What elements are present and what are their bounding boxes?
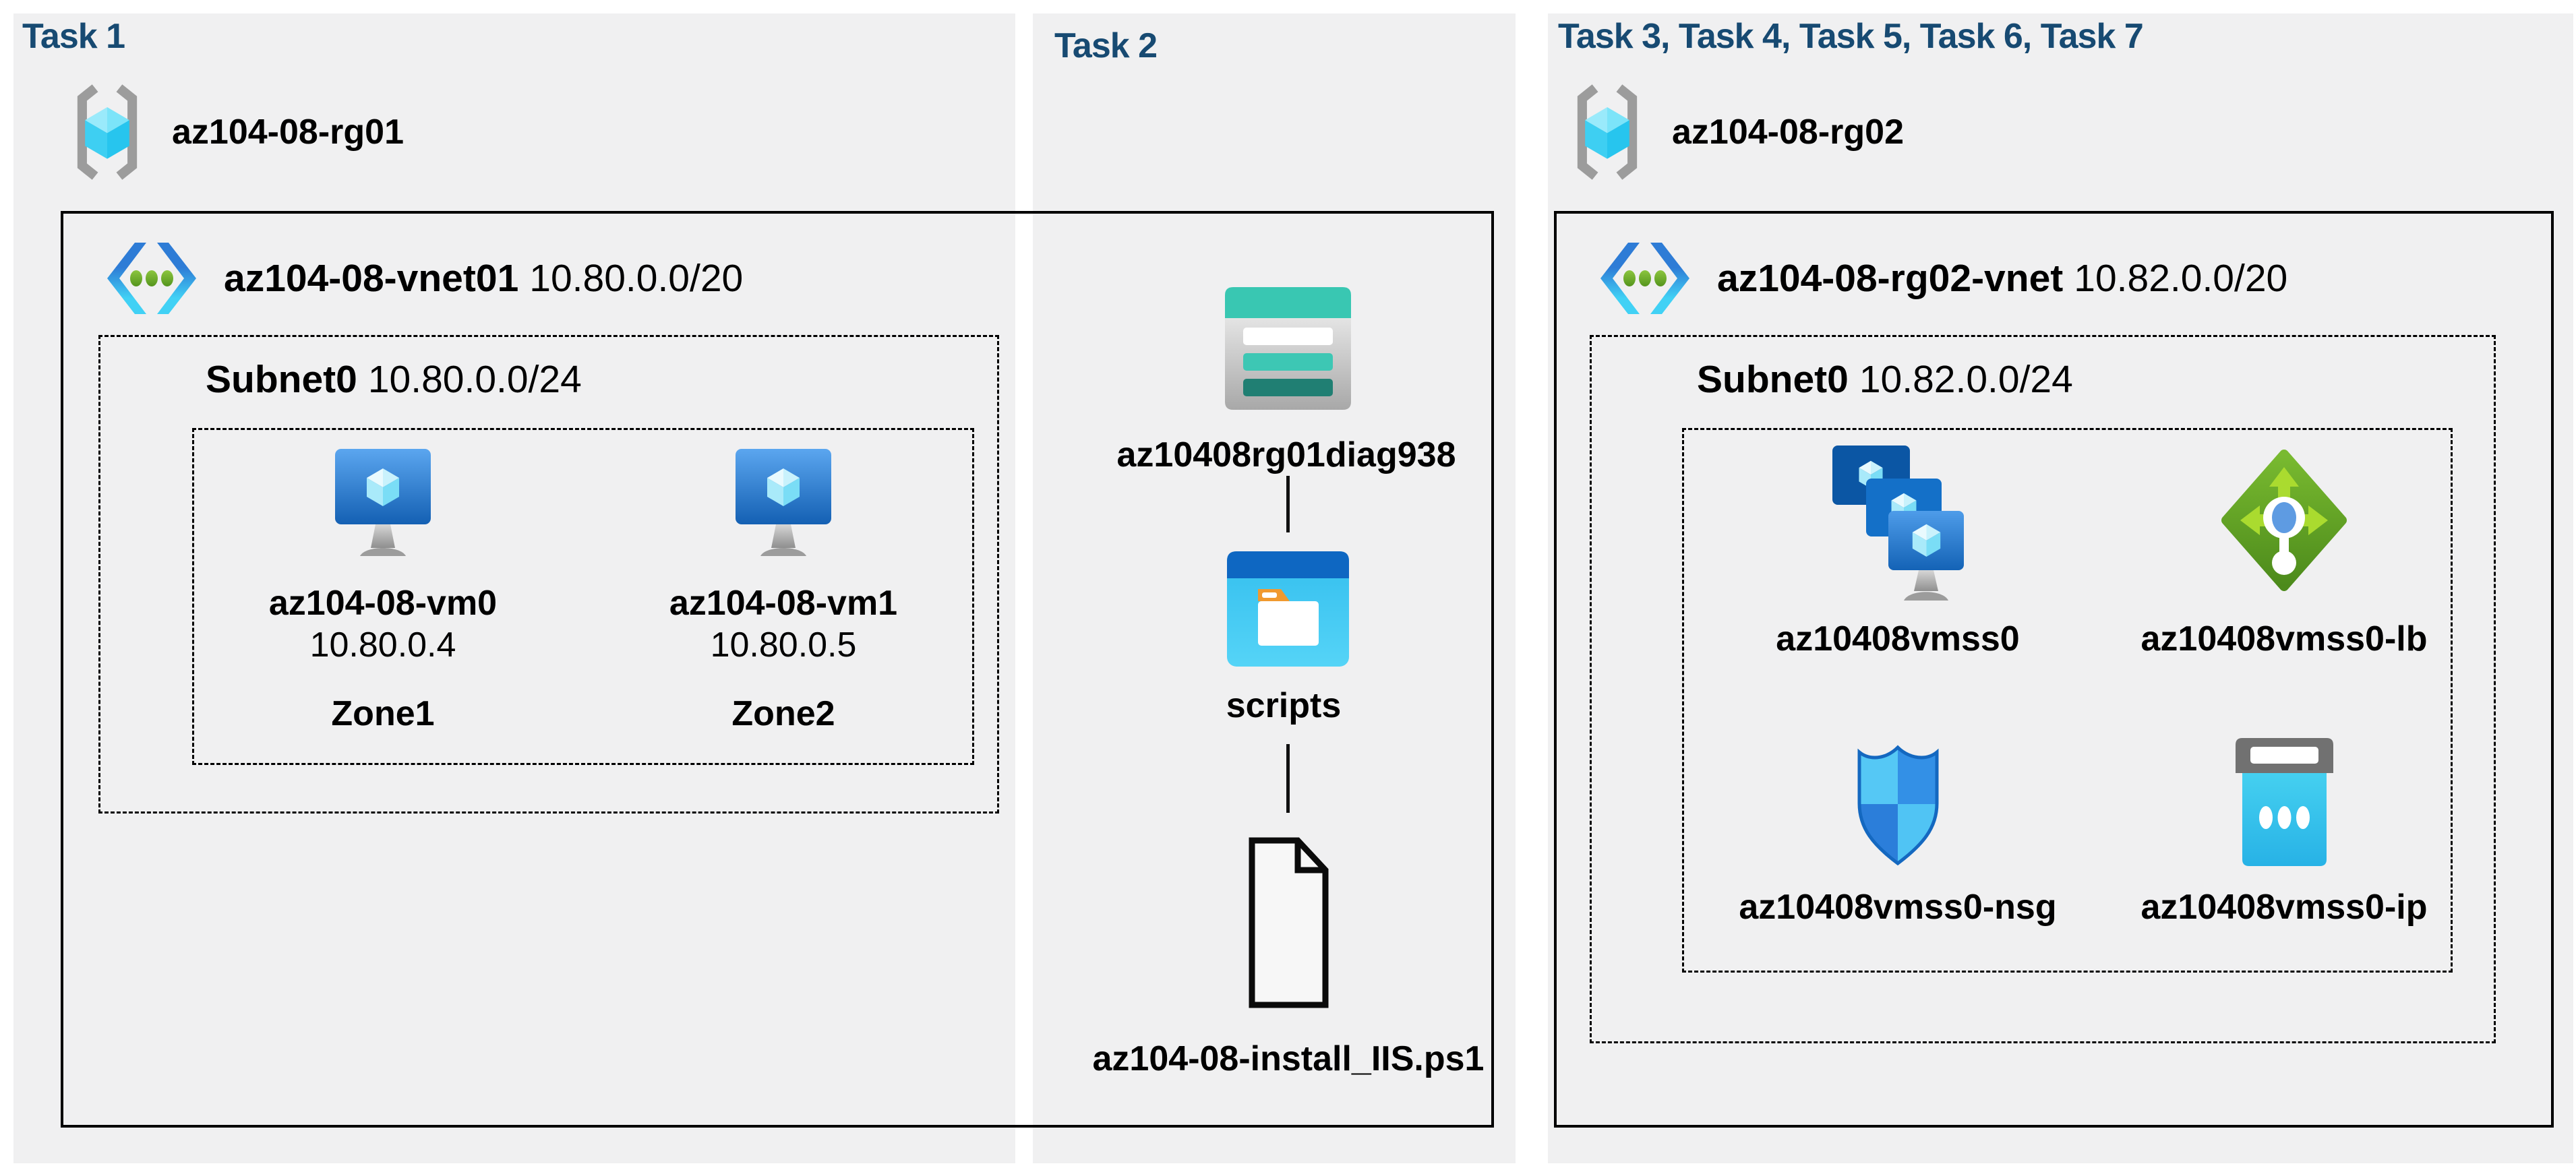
resource-group-name: az104-08-rg01 bbox=[172, 113, 404, 152]
rg01-boundary-box bbox=[61, 211, 1494, 1128]
vm-zone: Zone1 bbox=[331, 694, 435, 733]
folder-window-icon bbox=[1227, 551, 1349, 667]
virtual-machine-icon bbox=[736, 449, 831, 556]
vm-name: az104-08-vm0 bbox=[268, 584, 498, 623]
availability-zones-box bbox=[192, 428, 974, 765]
virtual-network-icon bbox=[107, 243, 196, 314]
icon-wrap bbox=[2220, 437, 2348, 602]
load-balancer-icon bbox=[2221, 450, 2347, 591]
vm-ip: 10.80.0.4 bbox=[309, 625, 456, 665]
vnet-name-text: az104-08-vnet01 bbox=[224, 257, 519, 300]
subnet-cidr: 10.82.0.0/24 bbox=[1859, 358, 2073, 401]
resource-group-row: az104-08-rg02 bbox=[1564, 84, 1904, 180]
vmss-icon bbox=[1832, 446, 1964, 601]
vmss-node: az10408vmss0 bbox=[1709, 437, 2087, 663]
vnet-cidr: 10.80.0.0/20 bbox=[529, 257, 744, 300]
folder-name: scripts bbox=[1226, 686, 1342, 725]
resource-group-row: az104-08-rg01 bbox=[64, 84, 404, 180]
rg02-boundary-box bbox=[1554, 211, 2554, 1128]
vnet-name-text: az104-08-rg02-vnet bbox=[1717, 257, 2064, 300]
vm-zone: Zone2 bbox=[731, 694, 835, 733]
public-ip-node: az10408vmss0-ip bbox=[2095, 731, 2473, 931]
resource-name: az10408vmss0 bbox=[1776, 619, 2020, 658]
storage-account-icon bbox=[1225, 287, 1351, 410]
resource-group-icon bbox=[77, 84, 138, 180]
virtual-network-icon bbox=[1600, 243, 1689, 314]
vm-node: az104-08-vm0 10.80.0.4 Zone1 bbox=[248, 438, 518, 735]
connector-line bbox=[1286, 744, 1290, 813]
subnet-name: Subnet0 bbox=[1697, 358, 1849, 401]
connector-line bbox=[1286, 476, 1290, 532]
icon-wrap bbox=[2235, 731, 2333, 866]
resource-group-name: az104-08-rg02 bbox=[1672, 113, 1904, 152]
load-balancer-node: az10408vmss0-lb bbox=[2095, 437, 2473, 663]
storage-account-name: az10408rg01diag938 bbox=[1116, 435, 1456, 474]
vnet-cidr: 10.82.0.0/20 bbox=[2074, 257, 2288, 300]
vmss-resources-box bbox=[1682, 428, 2453, 973]
document-file-icon bbox=[1249, 837, 1329, 1008]
resource-group-icon bbox=[1577, 84, 1638, 180]
nsg-node: az10408vmss0-nsg bbox=[1709, 731, 2087, 931]
resource-name: az10408vmss0-lb bbox=[2140, 619, 2428, 658]
task1-panel bbox=[13, 13, 1015, 1163]
icon-wrap bbox=[1856, 731, 1940, 866]
resource-name: az10408vmss0-ip bbox=[2140, 888, 2428, 927]
virtual-machine-icon bbox=[335, 449, 431, 556]
public-ip-icon bbox=[2235, 738, 2333, 866]
vm-ip: 10.80.0.5 bbox=[710, 625, 857, 665]
vm-node: az104-08-vm1 10.80.0.5 Zone2 bbox=[649, 438, 918, 735]
task1-header: Task 1 bbox=[22, 17, 125, 56]
subnet-name: Subnet0 bbox=[206, 358, 357, 401]
task2-header: Task 2 bbox=[1054, 26, 1158, 65]
network-security-group-icon bbox=[1857, 745, 1938, 866]
task3-header: Task 3, Task 4, Task 5, Task 6, Task 7 bbox=[1558, 17, 2144, 56]
subnet-cidr: 10.80.0.0/24 bbox=[367, 358, 582, 401]
icon-wrap bbox=[1832, 437, 1964, 602]
script-file-name: az104-08-install_IIS.ps1 bbox=[1092, 1039, 1485, 1078]
resource-name: az10408vmss0-nsg bbox=[1739, 888, 2057, 927]
vm-name: az104-08-vm1 bbox=[669, 584, 898, 623]
